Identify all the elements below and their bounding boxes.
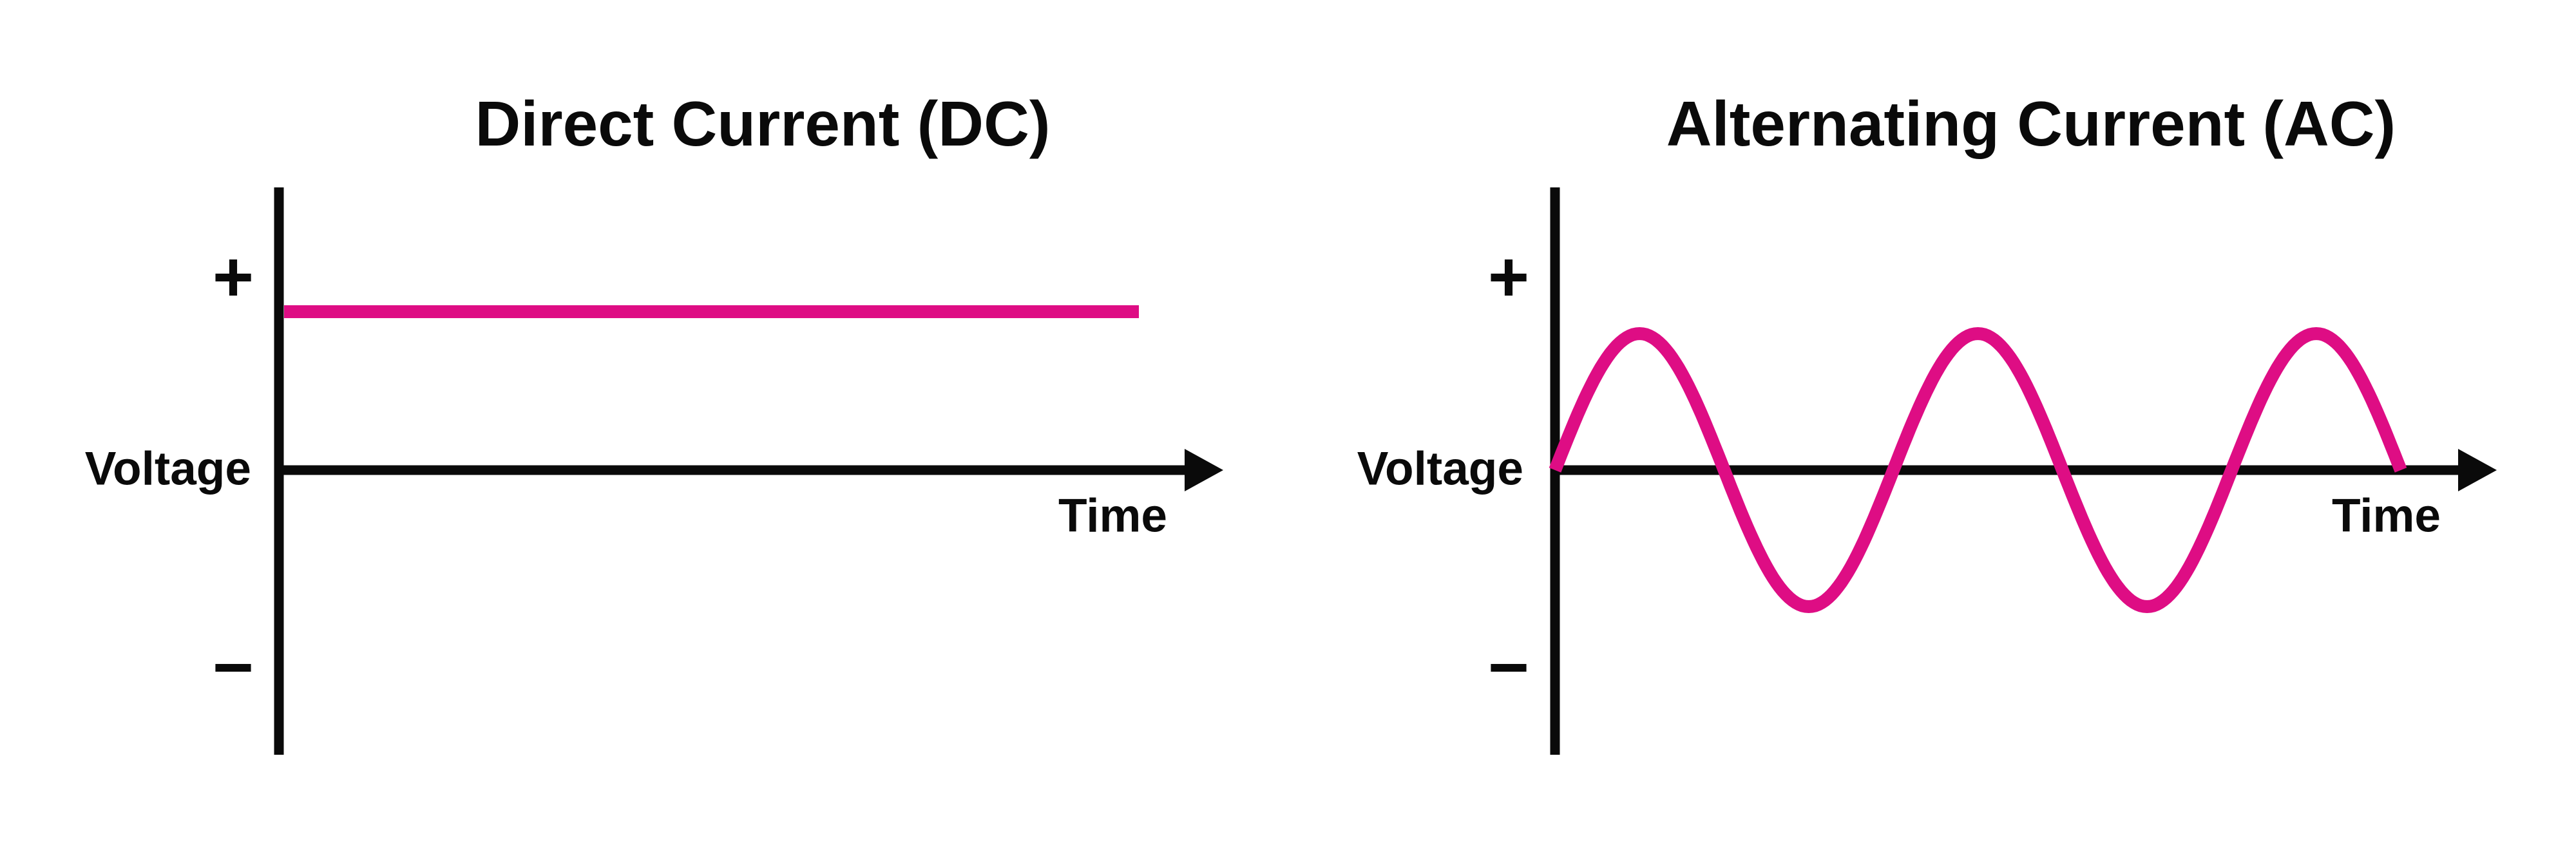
dc-panel-title: Direct Current (DC) bbox=[475, 88, 1051, 159]
dc-time-axis-label: Time bbox=[1058, 490, 1167, 542]
ac-time-axis-arrowhead bbox=[2458, 449, 2497, 491]
dc-plus-label: + bbox=[213, 238, 254, 317]
ac-panel-title: Alternating Current (AC) bbox=[1666, 88, 2396, 159]
ac-plus-label: + bbox=[1488, 238, 1529, 317]
ac-panel: Alternating Current (AC) + − Voltage Tim… bbox=[1357, 88, 2497, 755]
dc-minus-label: − bbox=[213, 628, 254, 707]
ac-minus-label: − bbox=[1488, 628, 1529, 707]
ac-voltage-axis-label: Voltage bbox=[1357, 443, 1523, 495]
ac-sine-wave bbox=[1549, 327, 2407, 614]
dc-voltage-axis-label: Voltage bbox=[85, 443, 251, 495]
dc-time-axis-arrowhead bbox=[1185, 449, 1223, 491]
ac-time-axis-label: Time bbox=[2332, 490, 2441, 542]
dc-panel: Direct Current (DC) + − Voltage Time bbox=[85, 88, 1223, 755]
